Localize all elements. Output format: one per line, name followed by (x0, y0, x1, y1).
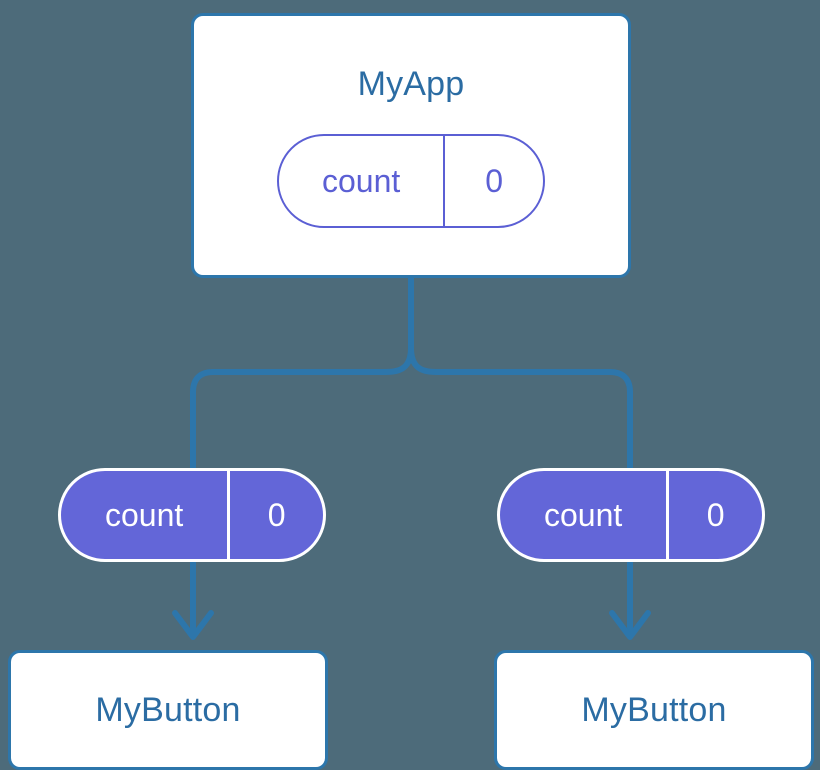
component-mybutton-left-label: MyButton (95, 690, 241, 729)
arrow-to-left-button-head (172, 610, 214, 640)
component-myapp[interactable]: MyApp (191, 13, 631, 278)
state-pill-myapp-key: count (321, 162, 401, 199)
state-pill-left-value: 0 (227, 471, 323, 559)
state-pill-left-key: count (104, 496, 184, 533)
state-pill-myapp-value: 0 (443, 136, 543, 226)
connector-split-right-branch (408, 345, 633, 473)
state-pill-right[interactable]: count 0 (497, 468, 765, 562)
component-mybutton-right-label: MyButton (581, 690, 727, 729)
state-pill-myapp[interactable]: count 0 (277, 134, 545, 228)
connector-stem-and-split (190, 275, 414, 473)
state-pill-left[interactable]: count 0 (58, 468, 326, 562)
state-pill-right-key: count (543, 496, 623, 533)
component-myapp-label: MyApp (357, 65, 465, 103)
state-pill-right-value: 0 (666, 471, 762, 559)
arrow-to-right-button-head (609, 610, 651, 640)
component-mybutton-left[interactable]: MyButton (8, 650, 328, 770)
component-mybutton-right[interactable]: MyButton (494, 650, 814, 770)
